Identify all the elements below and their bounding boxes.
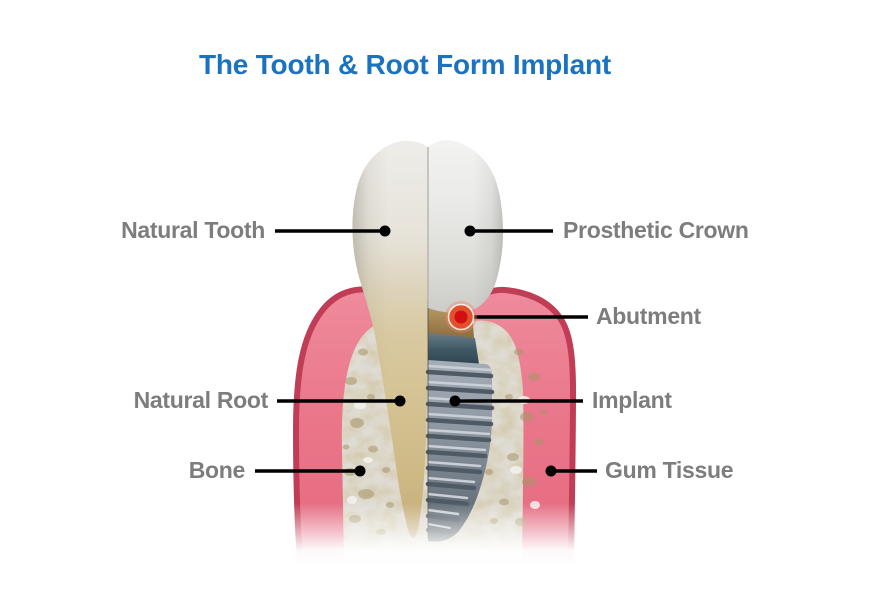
callout-dot-natural-tooth	[379, 225, 391, 237]
callout-dot-gum-tissue	[545, 465, 557, 477]
abutment-red-marker	[445, 301, 477, 333]
label-bone: Bone	[188, 456, 246, 483]
callout-dot-bone	[354, 465, 366, 477]
label-abutment: Abutment	[596, 302, 701, 329]
natural-tooth-shading	[352, 140, 428, 538]
implant-collar-shape	[428, 333, 479, 364]
label-natural-root: Natural Root	[133, 386, 269, 413]
callout-dot-natural-root	[394, 395, 406, 407]
page-title: The Tooth & Root Form Implant	[198, 49, 612, 80]
callout-dot-prosthetic-crown	[464, 225, 476, 237]
bottom-fade	[260, 503, 600, 589]
label-implant: Implant	[592, 386, 672, 413]
abutment-marker-ring-outline	[447, 303, 475, 331]
abutment-marker-core	[454, 310, 468, 324]
callout-dots	[354, 225, 557, 477]
label-prosthetic-crown: Prosthetic Crown	[563, 216, 749, 243]
callout-dot-implant	[449, 395, 461, 407]
prosthetic-crown-shading	[428, 140, 504, 313]
label-gum-tissue: Gum Tissue	[605, 456, 734, 483]
label-natural-tooth: Natural Tooth	[121, 216, 265, 243]
leader-lines	[255, 229, 597, 473]
